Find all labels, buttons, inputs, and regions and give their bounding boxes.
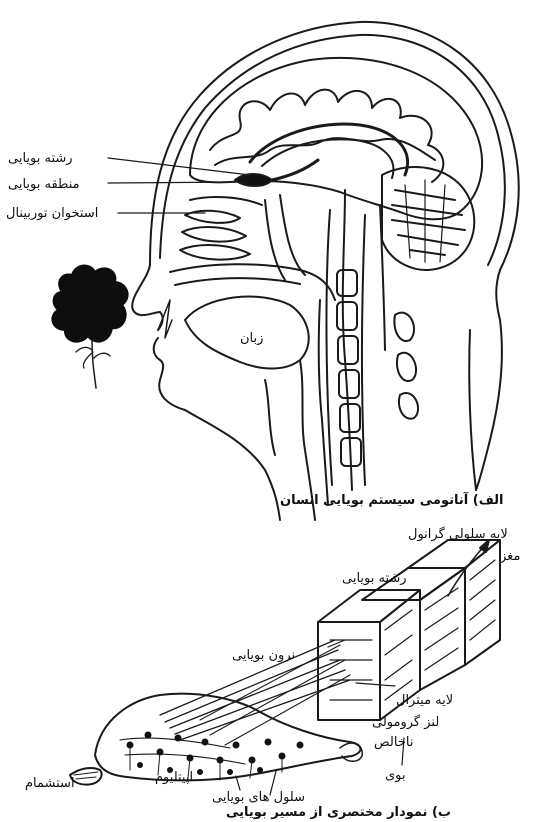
label-tongue: زبان: [240, 332, 263, 345]
label-granule-cell-layer: لایه سلولی گرانول: [408, 528, 508, 541]
label-olfactory-nerve: رشته بویایی: [8, 152, 73, 165]
label-olfactory-nerve-b: رشته بویایی: [342, 572, 407, 585]
fig-a-leader-lines: [108, 158, 250, 213]
head-section-drawing: [132, 22, 518, 520]
label-olfactory-cells: سلول های بویایی: [212, 791, 305, 804]
label-inhale: استشمام: [25, 777, 75, 790]
label-glomerular-layer: لنز گرومولی: [372, 716, 439, 729]
label-olfactory-region: منطقه بویایی: [8, 178, 80, 191]
label-epithelium: اپیتلیوم: [155, 771, 193, 784]
flower-silhouette: [52, 266, 127, 388]
label-impurities: ناخالص: [374, 736, 413, 749]
label-brain: مغز: [500, 550, 520, 563]
figure-a-caption: الف) آناتومی سیستم بویایی انسان: [280, 494, 504, 507]
label-odor: بوی: [385, 769, 406, 782]
figure-b-caption: ب) نمودار مختصری از مسیر بویایی: [226, 806, 451, 819]
label-turbinate-bone: استخوان توربینال: [6, 207, 98, 220]
label-olfactory-neuron: نرون بویایی: [232, 649, 295, 662]
label-mitral-layer: لایه میترال: [396, 694, 453, 707]
